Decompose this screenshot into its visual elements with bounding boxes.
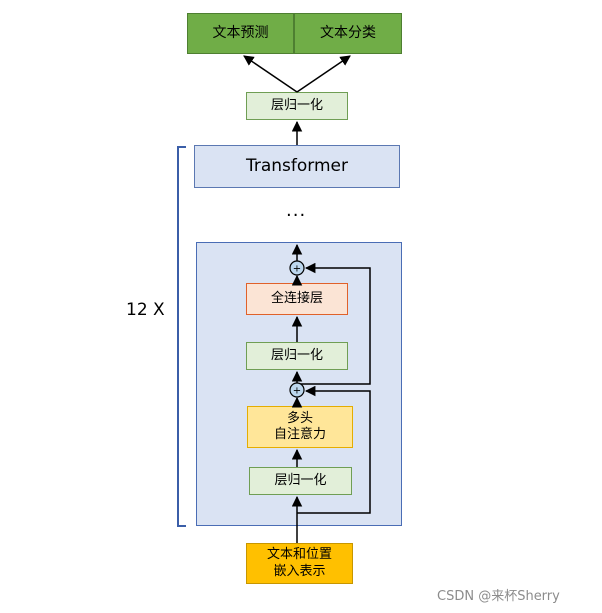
lower-layer-norm-box: 层归一化 <box>249 467 352 495</box>
multi-head-self-attention-box: 多头 自注意力 <box>247 406 353 448</box>
upper-add-symbol: + <box>293 264 301 275</box>
ellipsis: ... <box>286 200 307 221</box>
watermark: CSDN @来杯Sherry <box>437 589 560 604</box>
fully-connected-layer-box: 全连接层 <box>246 283 348 315</box>
lower-add-circle: + <box>289 382 305 398</box>
text-classification-box: 文本分类 <box>294 13 402 54</box>
text-position-embedding-box: 文本和位置 嵌入表示 <box>246 543 353 584</box>
upper-layer-norm-box: 层归一化 <box>246 342 348 370</box>
repeat-bracket <box>177 146 186 527</box>
upper-add-circle: + <box>289 260 305 276</box>
repeat-count-label: 12 X <box>126 300 165 320</box>
text-prediction-box: 文本预测 <box>187 13 294 54</box>
lower-add-symbol: + <box>293 386 301 397</box>
transformer-box: Transformer <box>194 145 400 188</box>
top-layer-norm-box: 层归一化 <box>246 92 348 120</box>
